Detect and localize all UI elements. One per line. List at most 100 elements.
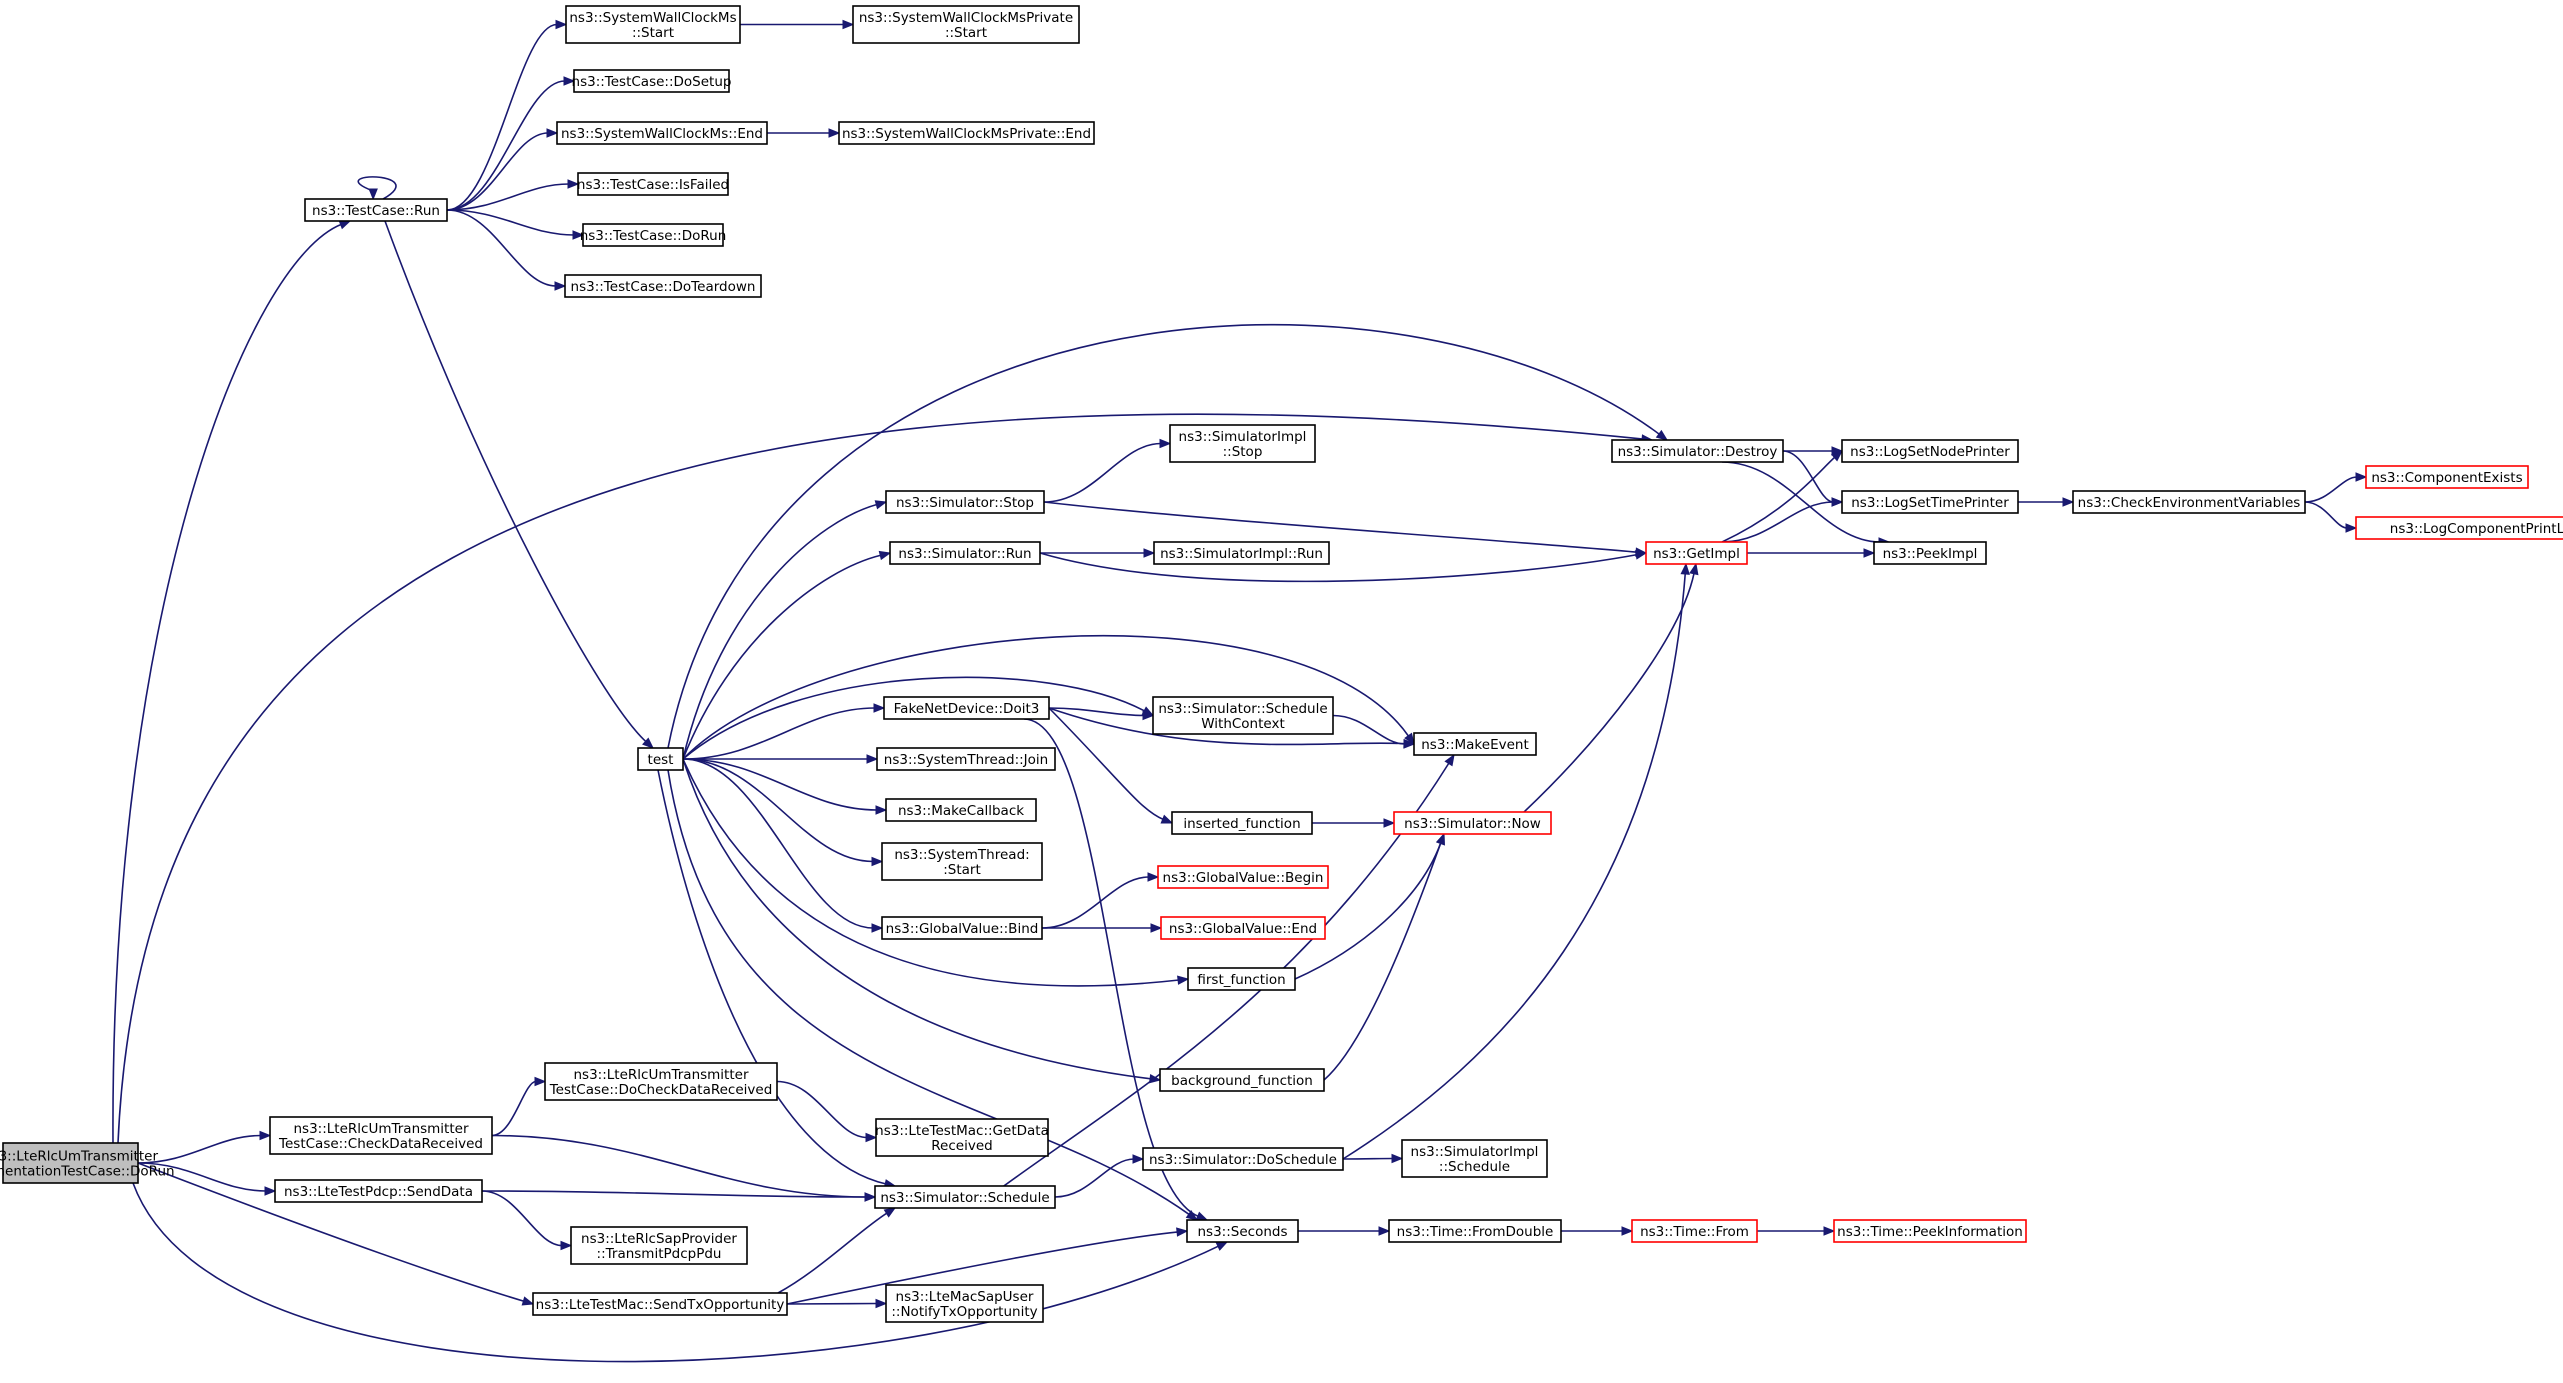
edge-line [481, 1190, 563, 1247]
node-peekinfo[interactable]: ns3::Time::PeekInformation [1833, 1219, 2027, 1243]
node-simimplstop[interactable]: ns3::SimulatorImpl::Stop [1169, 424, 1316, 463]
edge-arrowhead [368, 188, 378, 201]
node-box [1388, 1219, 1562, 1243]
edge-line [1294, 842, 1442, 980]
node-simimplsched[interactable]: ns3::SimulatorImpl::Schedule [1401, 1139, 1548, 1178]
node-label: ns3::Simulator::Stop [896, 495, 1034, 511]
node-swcpend[interactable]: ns3::SystemWallClockMsPrivate::End [838, 121, 1095, 145]
node-box [1645, 541, 1748, 565]
edge-line [1721, 461, 1881, 543]
node-makeevent[interactable]: ns3::MakeEvent [1413, 732, 1537, 756]
edge-arrowhead [2062, 497, 2075, 507]
edge-line [786, 1302, 878, 1305]
node-timefrom[interactable]: ns3::Time::From [1631, 1219, 1758, 1243]
node-transmitpdcp[interactable]: ns3::LteRlcSapProvider::TransmitPdcpPdu [570, 1226, 748, 1265]
node-doteardown[interactable]: ns3::TestCase::DoTeardown [564, 274, 762, 298]
node-label: ns3::Simulator::Run [898, 546, 1031, 562]
node-swcend[interactable]: ns3::SystemWallClockMs::End [556, 121, 768, 145]
node-label: ns3::MakeEvent [1421, 737, 1529, 753]
edge-doit3-to-schedctx [1048, 707, 1155, 721]
node-checkdata[interactable]: ns3::LteRlcUmTransmitterTestCase::CheckD… [269, 1116, 493, 1155]
node-simimplrun[interactable]: ns3::SimulatorImpl::Run [1153, 541, 1330, 565]
node-logsetnode[interactable]: ns3::LogSetNodePrinter [1841, 439, 2019, 463]
edge-line [1342, 572, 1687, 1160]
node-logcompprint[interactable]: ns3::LogComponentPrintList [2355, 516, 2563, 540]
node-checkenv[interactable]: ns3::CheckEnvironmentVariables [2072, 490, 2306, 514]
node-simdestroy[interactable]: ns3::Simulator::Destroy [1611, 439, 1784, 463]
node-doschedule[interactable]: ns3::Simulator::DoSchedule [1142, 1147, 1344, 1171]
node-gvbind[interactable]: ns3::GlobalValue::Bind [881, 916, 1043, 940]
node-tcrun[interactable]: ns3::TestCase::Run [304, 198, 448, 222]
edge-arrowhead [546, 128, 559, 138]
node-compexists[interactable]: ns3::ComponentExists [2365, 465, 2529, 489]
edge-line [667, 769, 1191, 1216]
edge-line [137, 1134, 262, 1164]
edge-arrowhead [1831, 497, 1844, 507]
node-label: ns3::SystemWallClockMs [569, 10, 736, 26]
edge-tcrun-to-test [384, 220, 654, 749]
edge-arrowhead [874, 500, 888, 510]
node-label: background_function [1171, 1073, 1313, 1089]
edge-arrowhead [828, 128, 841, 138]
node-swcpstart[interactable]: ns3::SystemWallClockMsPrivate::Start [852, 5, 1080, 44]
node-schedule[interactable]: ns3::Simulator::Schedule [874, 1185, 1056, 1209]
node-seconds[interactable]: ns3::Seconds [1186, 1219, 1299, 1243]
node-notifytx[interactable]: ns3::LteMacSapUser::NotifyTxOpportunity [885, 1284, 1044, 1323]
edge-arrowhead [1823, 1226, 1836, 1236]
node-box [1186, 1219, 1299, 1243]
node-dosetup[interactable]: ns3::TestCase::DoSetup [572, 69, 732, 93]
node-swcstart[interactable]: ns3::SystemWallClockMs::Start [565, 5, 741, 44]
node-sendtx[interactable]: ns3::LteTestMac::SendTxOpportunity [532, 1292, 788, 1316]
edge-arrowhead [1195, 1211, 1209, 1221]
edge-line [667, 323, 1661, 749]
edge-line [1043, 442, 1162, 503]
node-inserted[interactable]: inserted_function [1171, 811, 1313, 835]
edge-line [996, 762, 1450, 1192]
node-dorun[interactable]: ns3::LteRlcUmTransmitterSegmentationTest… [0, 1142, 175, 1184]
node-test[interactable]: test [637, 747, 684, 771]
node-peekimpl[interactable]: ns3::PeekImpl [1873, 541, 1987, 565]
node-thstart[interactable]: ns3::SystemThread::Start [881, 842, 1043, 881]
node-doit3[interactable]: FakeNetDevice::Doit3 [883, 696, 1050, 720]
node-fromdouble[interactable]: ns3::Time::FromDouble [1388, 1219, 1562, 1243]
node-label: ns3::Simulator::DoSchedule [1149, 1152, 1337, 1168]
node-firstfn[interactable]: first_function [1187, 967, 1296, 991]
edge-arrowhead [1147, 872, 1160, 882]
node-tcdorun[interactable]: ns3::TestCase::DoRun [580, 223, 727, 247]
edge-line [137, 1162, 525, 1303]
edge-test-to-gvbind [682, 758, 884, 933]
edge-checkenv-to-logcompprint [2304, 501, 2358, 533]
node-getimpl[interactable]: ns3::GetImpl [1645, 541, 1748, 565]
node-gvbegin[interactable]: ns3::GlobalValue::Begin [1157, 865, 1329, 889]
edge-senddata-to-schedule [481, 1190, 877, 1202]
edge-sendtx-to-seconds [786, 1227, 1189, 1305]
node-senddata[interactable]: ns3::LteTestPdcp::SendData [274, 1179, 483, 1203]
node-thjoin[interactable]: ns3::SystemThread::Join [876, 747, 1056, 771]
node-makecb[interactable]: ns3::MakeCallback [885, 798, 1037, 822]
edge-line [2304, 501, 2348, 529]
edge-line [132, 1182, 1220, 1363]
node-simnow[interactable]: ns3::Simulator::Now [1393, 811, 1552, 835]
node-label: ns3::LteRlcUmTransmitter [574, 1067, 749, 1083]
edge-line [682, 554, 882, 760]
node-docheck[interactable]: ns3::LteRlcUmTransmitterTestCase::DoChec… [544, 1062, 778, 1101]
edge-line [112, 223, 342, 1144]
node-label: ns3::GlobalValue::Bind [886, 921, 1039, 937]
node-label: ns3::LteTestPdcp::SendData [284, 1184, 473, 1200]
edge-swcend-to-swcpend [767, 128, 841, 138]
node-label: ns3::LteRlcUmTransmitter [294, 1121, 469, 1137]
node-simstop[interactable]: ns3::Simulator::Stop [885, 490, 1045, 514]
edge-arrowhead [1655, 429, 1669, 441]
node-isfailed[interactable]: ns3::TestCase::IsFailed [577, 172, 729, 196]
node-box [876, 747, 1056, 771]
node-gvend[interactable]: ns3::GlobalValue::End [1160, 916, 1326, 940]
edge-arrowhead [534, 1076, 547, 1087]
node-box [1841, 490, 2019, 514]
node-label: ns3::SimulatorImpl::Run [1160, 546, 1323, 562]
node-logsettime[interactable]: ns3::LogSetTimePrinter [1841, 490, 2019, 514]
node-simrun[interactable]: ns3::Simulator::Run [889, 541, 1041, 565]
node-bgfn[interactable]: background_function [1159, 1068, 1325, 1092]
node-box [875, 1118, 1049, 1157]
